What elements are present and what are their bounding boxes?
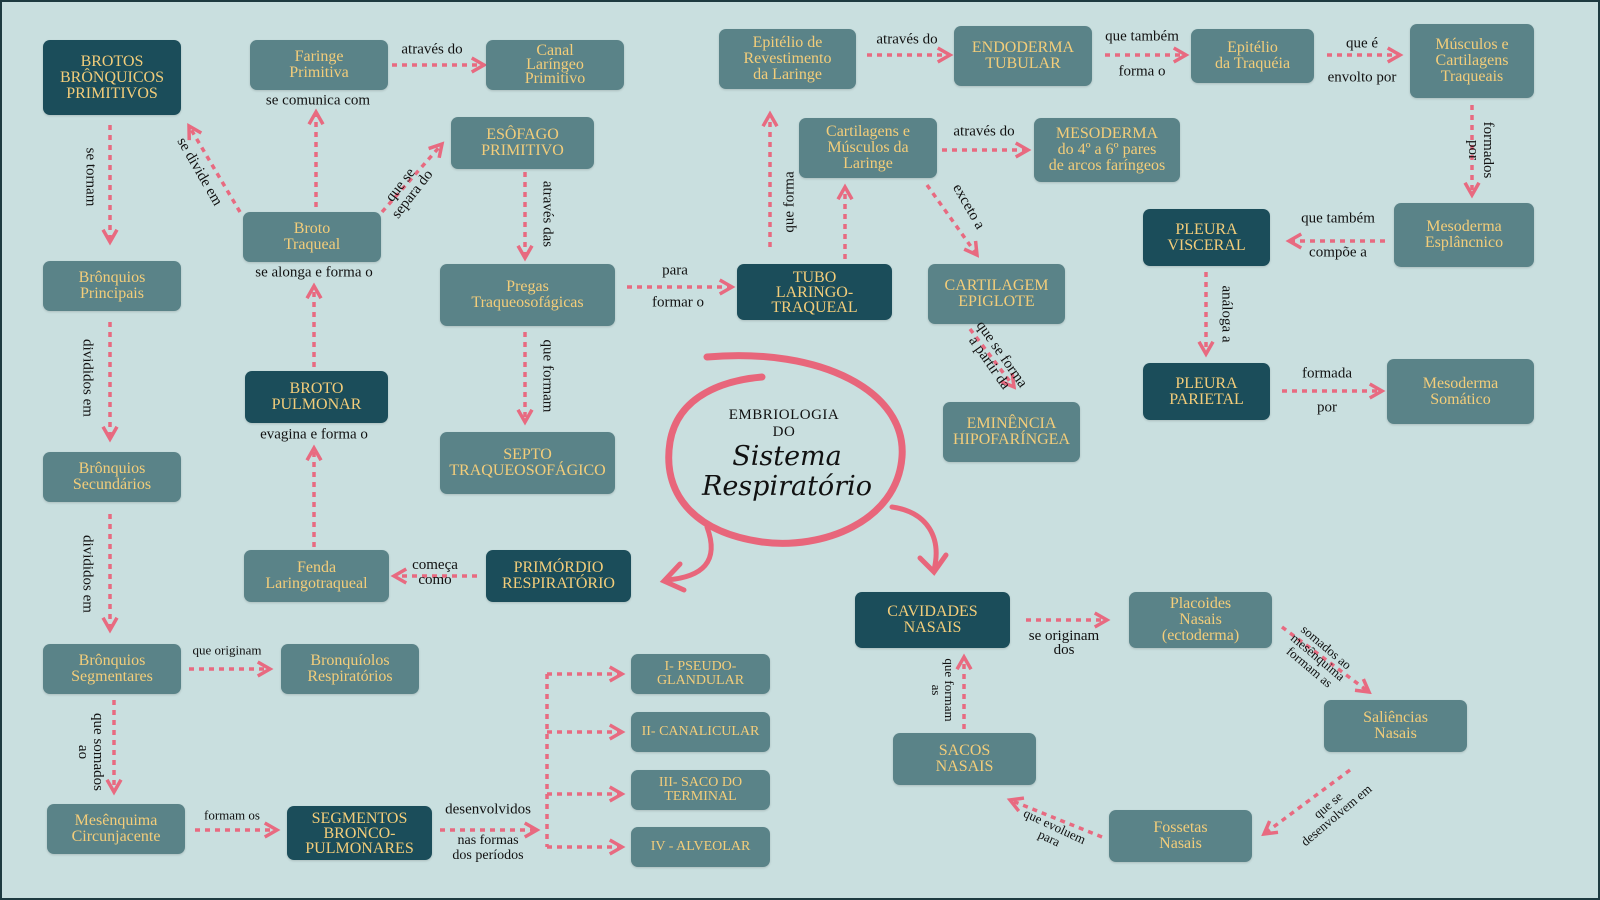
node-periodo-canalicular: II- CANALICULAR	[631, 712, 770, 752]
node-cavidades-nasais: CAVIDADES NASAIS	[855, 592, 1010, 648]
edge-label: desenvolvidos	[445, 801, 531, 818]
edge-label: nas formas dos períodos	[452, 833, 524, 863]
edge-label: envolto por	[1327, 69, 1397, 86]
edge-label: forma o	[1118, 63, 1166, 80]
edge-label: se tornam	[82, 147, 99, 207]
edge-label: começa como	[412, 557, 458, 588]
node-saliencias-nasais: Saliências Nasais	[1324, 700, 1467, 752]
edge-label: que formam	[539, 339, 556, 413]
arrow	[187, 122, 242, 213]
edge-label: que forma	[781, 171, 798, 233]
node-mesenquima-circunjacente: Mesênquima Circunjacente	[47, 804, 185, 854]
node-cartilagem-epiglote: CARTILAGEM EPIGLOTE	[928, 264, 1065, 324]
node-fossetas-nasais: Fossetas Nasais	[1109, 810, 1252, 862]
node-mesoderma-arcos-faringeos: MESODERMA do 4º a 6º pares de arcos farí…	[1034, 118, 1180, 182]
map-subtitle: Sistema Respiratório	[702, 441, 872, 502]
node-eminencia-hipofaringea: EMINÊNCIA HIPOFARÍNGEA	[943, 402, 1080, 462]
node-primordio-respiratorio: PRIMÓRDIO RESPIRATÓRIO	[486, 550, 631, 602]
arrow	[925, 183, 980, 258]
node-broto-pulmonar: BROTO PULMONAR	[245, 371, 388, 423]
arrow	[1006, 796, 1103, 839]
node-esofago-primitivo: ESÔFAGO PRIMITIVO	[451, 117, 594, 169]
node-septo-traqueosofagico: SEPTO TRAQUEOSOFÁGICO	[440, 432, 615, 494]
node-faringe-primitiva: Faringe Primitiva	[250, 40, 388, 90]
edge-label: formada	[1302, 365, 1352, 382]
arrow	[1261, 768, 1352, 837]
node-bronquios-segmentares: Brônquios Segmentares	[43, 644, 181, 694]
node-pleura-visceral: PLEURA VISCERAL	[1143, 209, 1270, 266]
node-periodo-saco-terminal: III- SACO DO TERMINAL	[631, 770, 770, 810]
edge-label: que somados ao	[75, 713, 106, 791]
curved-arrow-left	[664, 524, 714, 583]
edge-label: se alonga e forma o	[255, 264, 373, 281]
edge-label: formar o	[651, 294, 705, 311]
edge-label: que originam	[192, 642, 262, 658]
node-broto-traqueal: Broto Traqueal	[243, 212, 381, 262]
edge-label: análoga a	[1218, 285, 1235, 343]
node-periodo-pseudoglandular: I- PSEUDO- GLANDULAR	[631, 654, 770, 694]
edge-label: que é	[1345, 35, 1379, 52]
node-endoderma-tubular: ENDODERMA TUBULAR	[954, 26, 1092, 86]
edge-label: que formam as	[929, 658, 957, 722]
map-title: EMBRIOLOGIA DO	[728, 407, 840, 440]
node-mesoderma-somatico: Mesoderma Somático	[1387, 359, 1534, 424]
arrow	[1280, 625, 1372, 695]
arrowhead-right	[917, 552, 949, 576]
node-canal-laringeo-primitivo: Canal Laríngeo Primitivo	[486, 40, 624, 90]
edge-label: através do	[953, 123, 1015, 140]
node-cartilagens-musculos-laringe: Cartilagens e Músculos da Laringe	[799, 118, 937, 178]
edge-label: através do	[401, 41, 463, 58]
node-bronquiolos-respiratorios: Bronquíolos Respiratórios	[281, 644, 419, 694]
title-ring	[665, 352, 906, 547]
node-epitelio-traqueia: Epitélio da Traquéia	[1191, 29, 1314, 83]
edge-label: através do	[876, 31, 938, 48]
node-musculos-cartilagens-traqueais: Músculos e Cartilagens Traqueais	[1410, 24, 1534, 98]
node-brotos-bronquicos-primitivos: BROTOS BRÔNQUICOS PRIMITIVOS	[43, 40, 181, 115]
curved-arrow-right	[889, 504, 939, 573]
edge-label: por	[1317, 399, 1337, 416]
edge-label: formados por	[1465, 121, 1496, 179]
node-segmentos-broncopulmonares: SEGMENTOS BRONCO- PULMONARES	[287, 806, 432, 860]
node-bronquios-principais: Brônquios Principais	[43, 261, 181, 311]
node-pregas-traqueosofagicas: Pregas Traqueosofágicas	[440, 264, 615, 326]
node-epitelio-revestimento-laringe: Epitélio de Revestimento da Laringe	[719, 29, 856, 89]
node-fenda-laringotraqueal: Fenda Laringotraqueal	[244, 550, 389, 602]
arrowhead-left	[659, 561, 687, 593]
edge-label: que também	[1105, 28, 1179, 45]
node-sacos-nasais: SACOS NASAIS	[893, 733, 1036, 785]
edge-label: compõe a	[1309, 244, 1367, 261]
node-bronquios-secundarios: Brônquios Secundários	[43, 452, 181, 502]
edge-label: evagina e forma o	[260, 426, 368, 443]
node-pleura-parietal: PLEURA PARIETAL	[1143, 363, 1270, 420]
edge-label: que também	[1301, 210, 1375, 227]
node-tubo-laringotraqueal: TUBO LARINGO- TRAQUEAL	[737, 264, 892, 320]
edge-label: divididos em	[79, 339, 96, 417]
edge-label: divididos em	[79, 535, 96, 613]
arrow	[968, 327, 1017, 390]
edge-label: formam os	[204, 807, 260, 823]
edge-label: para	[662, 262, 688, 279]
node-mesoderma-esplancnico: Mesoderma Esplâncnico	[1394, 203, 1534, 267]
node-placoides-nasais: Placoides Nasais (ectoderma)	[1129, 592, 1272, 648]
edge-label: através das	[539, 180, 556, 248]
node-periodo-alveolar: IV - ALVEOLAR	[631, 827, 770, 867]
edge-label: se originam dos	[1028, 628, 1100, 658]
edge-label: se comunica com	[265, 92, 371, 109]
